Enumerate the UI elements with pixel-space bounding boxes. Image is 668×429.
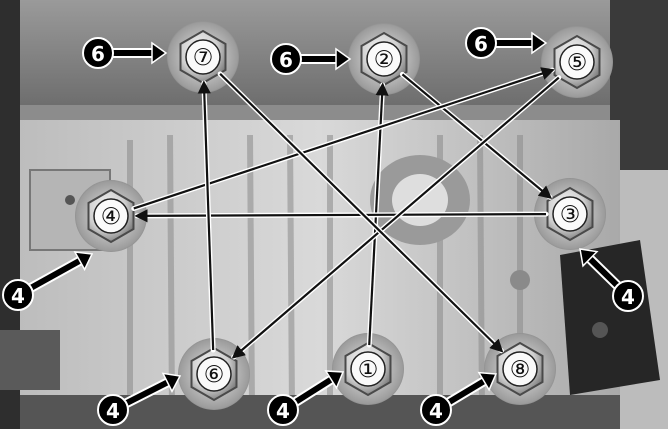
bolt-number-label: ④ <box>101 204 122 230</box>
arrow-line <box>231 76 560 359</box>
pointer-shaft <box>587 256 621 289</box>
callout-number: 6 <box>474 32 488 56</box>
bolt-number-disc <box>350 351 386 387</box>
pointer-head <box>477 371 498 392</box>
callout-1: 4 <box>267 370 345 426</box>
callout-badge <box>82 37 114 69</box>
bolt-number-label: ① <box>358 357 379 383</box>
pointer-head <box>335 47 352 71</box>
callout-badge <box>420 394 452 426</box>
pointer-head <box>73 251 94 272</box>
bolt-1: ① <box>332 333 404 405</box>
tightening-sequence-arrows <box>131 67 562 360</box>
pointer-head <box>151 41 168 65</box>
arrow-line <box>401 73 553 200</box>
bolt-number-label: ⑤ <box>567 50 588 76</box>
pointer-shaft <box>446 378 486 406</box>
bolt-number-label: ⑦ <box>193 45 214 71</box>
bolt-number-disc <box>196 356 232 392</box>
callout-number: 4 <box>429 399 443 423</box>
callout-number: 4 <box>106 399 120 423</box>
bolt-number-label: ② <box>374 47 395 73</box>
arrow-line <box>219 73 504 353</box>
bolt-5: ⑤ <box>541 26 613 98</box>
pointer-shaft <box>28 258 82 291</box>
left-hole <box>65 195 75 205</box>
callout-8: 4 <box>420 371 498 426</box>
bolt-4: ④ <box>75 180 147 252</box>
callout-markers: 6 6 6 4 4 4 4 4 <box>2 27 644 426</box>
left-fitting <box>0 330 60 390</box>
callout-number: 6 <box>279 48 293 72</box>
pointer-head <box>531 31 548 55</box>
callout-number: 4 <box>276 399 290 423</box>
sequence-arrow-7-to-8 <box>217 71 504 354</box>
callout-badge <box>465 27 497 59</box>
left-shadow <box>0 0 20 429</box>
callout-number: 6 <box>91 42 105 66</box>
bolt-number-label: ③ <box>560 202 581 228</box>
bolt-number-disc <box>366 41 402 77</box>
pointer-shaft <box>293 376 333 406</box>
arrow-line <box>197 80 215 351</box>
right-bracket <box>560 240 660 395</box>
callout-3: 4 <box>579 248 644 312</box>
callout-badge <box>270 43 302 75</box>
bolt-number-label: ⑥ <box>204 362 225 388</box>
sequence-arrow-6-to-7 <box>197 80 216 353</box>
pointer-head <box>324 370 345 390</box>
callout-2: 6 <box>270 43 352 75</box>
callout-badge <box>267 394 299 426</box>
pointer-head <box>161 372 182 393</box>
callout-6: 4 <box>97 372 182 426</box>
sequence-arrow-3-to-4 <box>134 209 549 223</box>
small-boss <box>510 270 530 290</box>
callout-badge <box>612 280 644 312</box>
callout-number: 4 <box>621 285 635 309</box>
sequence-arrow-2-to-3 <box>399 71 553 200</box>
callout-5: 6 <box>465 27 548 59</box>
callout-7: 6 <box>82 37 168 69</box>
arrow-line <box>133 67 555 210</box>
bolt-number-label: ⑧ <box>510 357 531 383</box>
callout-badge <box>97 394 129 426</box>
bolt-number-disc <box>185 39 221 75</box>
arrow-line <box>134 209 547 223</box>
pointer-shaft <box>124 379 169 407</box>
bolt-number-disc <box>93 198 129 234</box>
bracket-hole <box>592 322 608 338</box>
bolt-number-disc <box>552 196 588 232</box>
bolt-number-disc <box>502 351 538 387</box>
sequence-arrow-4-to-5 <box>131 67 555 211</box>
callout-4: 4 <box>2 251 94 311</box>
callout-badge <box>2 279 34 311</box>
sequence-arrow-5-to-6 <box>231 75 562 360</box>
callout-number: 4 <box>11 284 25 308</box>
pointer-head <box>579 248 599 268</box>
bolt-number-disc <box>559 44 595 80</box>
